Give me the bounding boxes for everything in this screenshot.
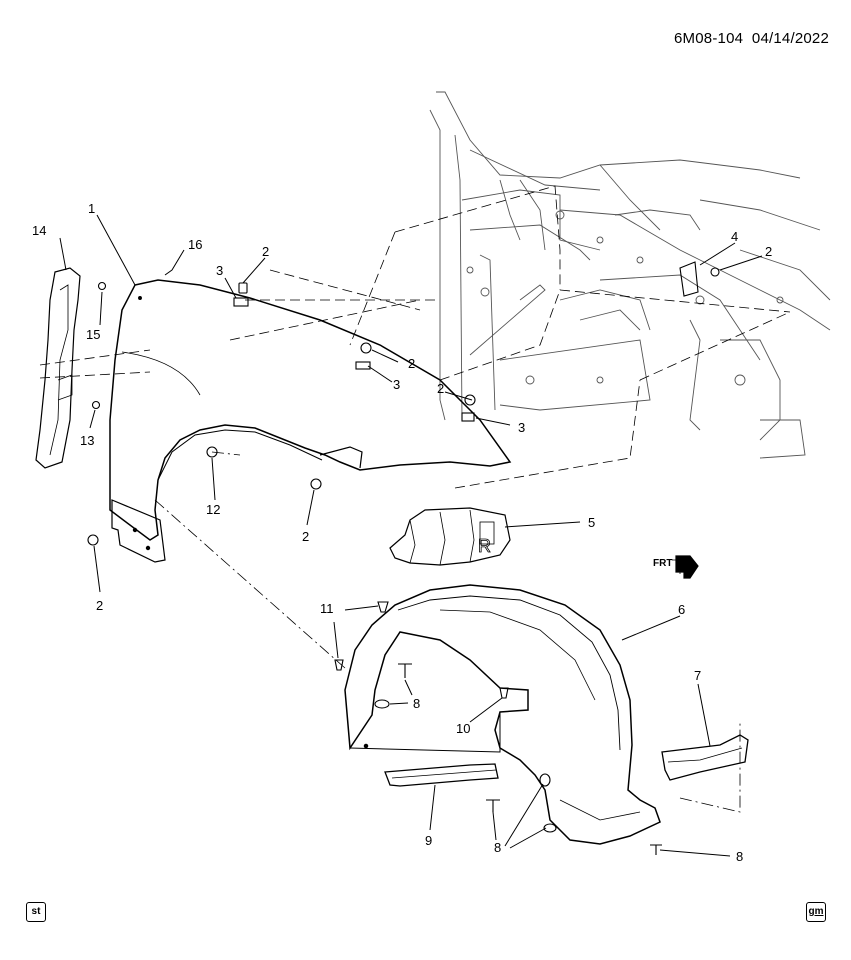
nut-3-right-icon xyxy=(461,412,475,422)
front-direction-arrow-icon xyxy=(672,555,699,579)
callout-3-mid: 3 xyxy=(393,377,400,392)
bolt-12-icon xyxy=(206,446,218,458)
callout-15: 15 xyxy=(86,327,100,342)
bolt-2-lower-icon xyxy=(87,534,99,546)
callout-5: 5 xyxy=(588,515,595,530)
brand-badge-gm: gm xyxy=(806,902,826,922)
callout-3-right: 3 xyxy=(518,420,525,435)
callout-8-lower: 8 xyxy=(494,840,501,855)
bolt-2-wheel-icon xyxy=(310,478,322,490)
reference-lines xyxy=(154,451,741,813)
callout-8-upper: 8 xyxy=(413,696,420,711)
pushpin-8-right-icon xyxy=(650,844,662,855)
bolt-2-far-right-icon xyxy=(710,267,720,277)
pushpin-8-mid-icon xyxy=(374,699,390,709)
body-structure xyxy=(429,91,831,459)
bolt-2-right-icon xyxy=(464,394,476,406)
callout-13: 13 xyxy=(80,433,94,448)
callout-2-top: 2 xyxy=(262,244,269,259)
clip-15-icon xyxy=(97,281,107,291)
clip-11-icon xyxy=(377,601,389,613)
diagram-date: 04/14/2022 xyxy=(751,30,829,47)
callout-7: 7 xyxy=(694,668,701,683)
callout-10: 10 xyxy=(456,721,470,736)
callout-1: 1 xyxy=(88,201,95,216)
leader-lines xyxy=(59,214,763,857)
clip-13-icon xyxy=(91,400,101,410)
diagram-header: 6M08-104 04/14/2022 xyxy=(674,30,829,47)
clip-11b-icon xyxy=(334,659,344,671)
diagram-code: 6M08-104 xyxy=(674,30,744,47)
callout-4: 4 xyxy=(731,229,738,244)
pushpin-8-bottom-icon xyxy=(543,823,557,833)
callout-12: 12 xyxy=(206,502,220,517)
bolt-2-top-icon xyxy=(238,282,248,294)
nut-3-top-icon xyxy=(233,297,249,307)
pushpin-8-center-icon xyxy=(539,773,551,787)
clip-10-icon xyxy=(499,687,509,699)
callout-2-lower: 2 xyxy=(96,598,103,613)
callout-2-right: 2 xyxy=(437,381,444,396)
callout-2-far-right: 2 xyxy=(765,244,772,259)
callout-2-mid: 2 xyxy=(408,356,415,371)
front-fender xyxy=(109,279,512,541)
fasteners xyxy=(87,261,720,855)
callout-16: 16 xyxy=(188,237,202,252)
callout-9: 9 xyxy=(425,833,432,848)
bolt-2-mid-icon xyxy=(360,342,372,354)
pushpin-8-left-icon xyxy=(486,799,500,812)
callout-14: 14 xyxy=(32,223,46,238)
callout-6: 6 xyxy=(678,602,685,617)
fender-lower-bracket xyxy=(111,499,166,563)
callout-3-top: 3 xyxy=(216,263,223,278)
reference-outline xyxy=(39,185,791,489)
liner-side-mark: R xyxy=(478,536,491,556)
front-arrow-label: FRT xyxy=(653,558,672,569)
liner-extension xyxy=(661,734,749,781)
source-badge-st: st xyxy=(26,902,46,922)
nut-3-mid-icon xyxy=(355,361,371,370)
callout-11: 11 xyxy=(320,601,334,616)
callout-2-wheel: 2 xyxy=(302,529,309,544)
callouts: 1 16 14 15 13 2 3 2 3 2 3 4 2 2 2 12 5 6… xyxy=(32,201,772,864)
pushpin-8-upper-icon xyxy=(398,663,412,678)
callout-8-right: 8 xyxy=(736,849,743,864)
fender-insulator xyxy=(35,267,81,469)
wheelhouse-liner xyxy=(344,584,661,845)
wheelhouse-insulator xyxy=(389,507,511,566)
splash-shield xyxy=(384,763,499,787)
bracket-4-icon xyxy=(679,261,699,297)
